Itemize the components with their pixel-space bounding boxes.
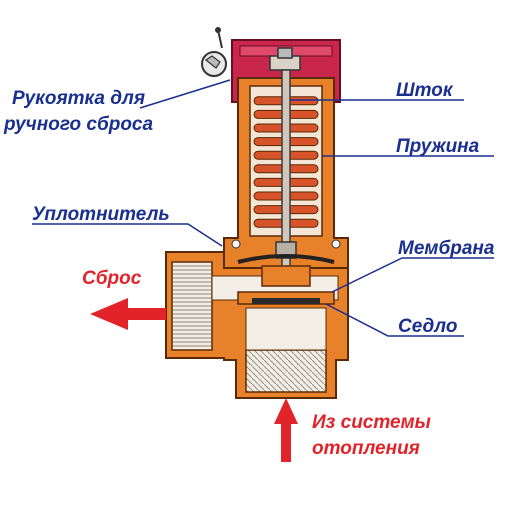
label-membrane: Мембрана (398, 238, 495, 259)
leader-handle (139, 79, 231, 109)
inlet-arrow (274, 398, 298, 462)
label-discharge: Сброс (82, 268, 142, 289)
leader-seat (325, 303, 464, 337)
leader-lines (32, 79, 494, 337)
label-seat: Седло (398, 316, 457, 337)
label-handle-line2: ручного сброса (3, 114, 154, 135)
label-stem: Шток (396, 80, 454, 101)
label-inlet-line2: отопления (312, 438, 420, 459)
lever-knob (201, 27, 227, 77)
leader-membrane (331, 257, 494, 293)
label-spring: Пружина (396, 136, 480, 157)
label-inlet-line1: Из системы (312, 412, 431, 433)
leader-seal (32, 223, 223, 247)
valve-body (165, 239, 349, 399)
membrane (237, 254, 335, 264)
label-handle-line1: Рукоятка для (12, 88, 145, 109)
discharge-arrow (90, 298, 166, 330)
label-seal: Уплотнитель (32, 204, 170, 225)
